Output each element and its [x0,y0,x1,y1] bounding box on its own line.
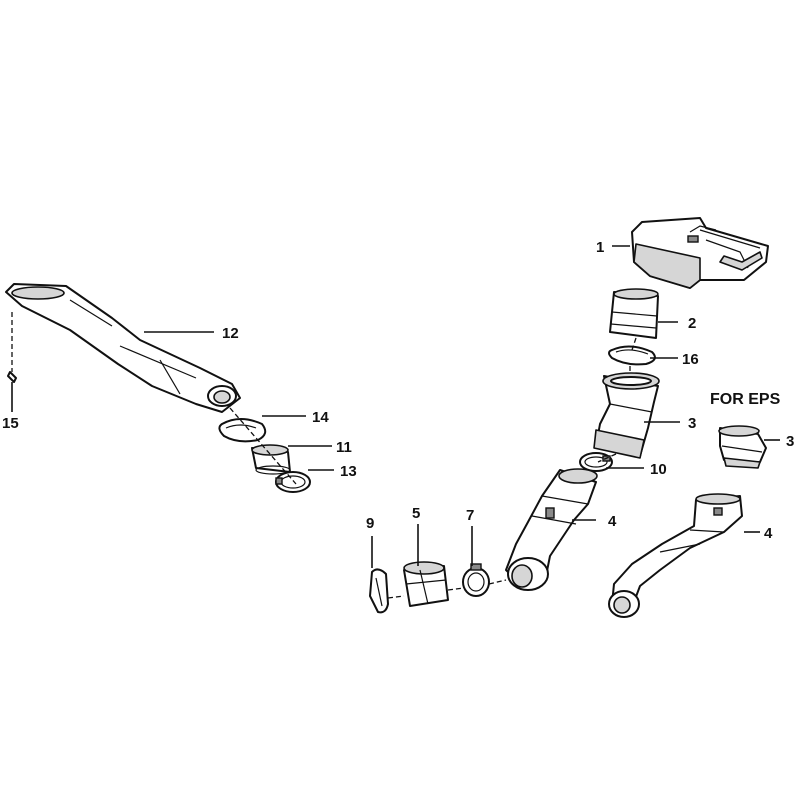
callout-14: 14 [312,409,329,426]
callout-12: 12 [222,325,239,342]
eps-note: FOR EPS [710,391,781,408]
callout-4: 4 [608,513,617,530]
assembly-axes [11,312,637,599]
callout-1: 1 [596,239,604,256]
callout-4-eps: 4 [764,525,773,542]
callout-16: 16 [682,351,699,368]
callout-2: 2 [688,315,696,332]
callout-9: 9 [366,515,374,532]
callout-5: 5 [412,505,420,522]
callout-numbers: 1 2 16 3 3 10 4 4 12 14 11 13 15 9 5 7 F… [2,239,794,542]
callout-3-eps: 3 [786,433,794,450]
part-3-elbow-duct [593,372,660,459]
part-12-long-duct [5,283,241,413]
callout-15: 15 [2,415,19,432]
part-7-clamp [462,563,490,597]
callout-10: 10 [650,461,667,478]
part-9-band-clamp [369,568,389,614]
part-13-clamp [275,471,311,493]
part-5-connector [403,561,449,607]
callout-7: 7 [466,507,474,524]
part-16-gasket [608,345,656,366]
callout-3: 3 [688,415,696,432]
callout-13: 13 [340,463,357,480]
part-3-eps-elbow [718,425,767,469]
part-15-clip [7,371,17,383]
part-4-hose [505,468,598,591]
part-2-inlet-duct [609,288,659,339]
part-1-air-box [631,217,769,289]
part-4-eps-hose [608,493,743,618]
leader-lines [11,245,780,568]
callout-11: 11 [336,439,352,456]
